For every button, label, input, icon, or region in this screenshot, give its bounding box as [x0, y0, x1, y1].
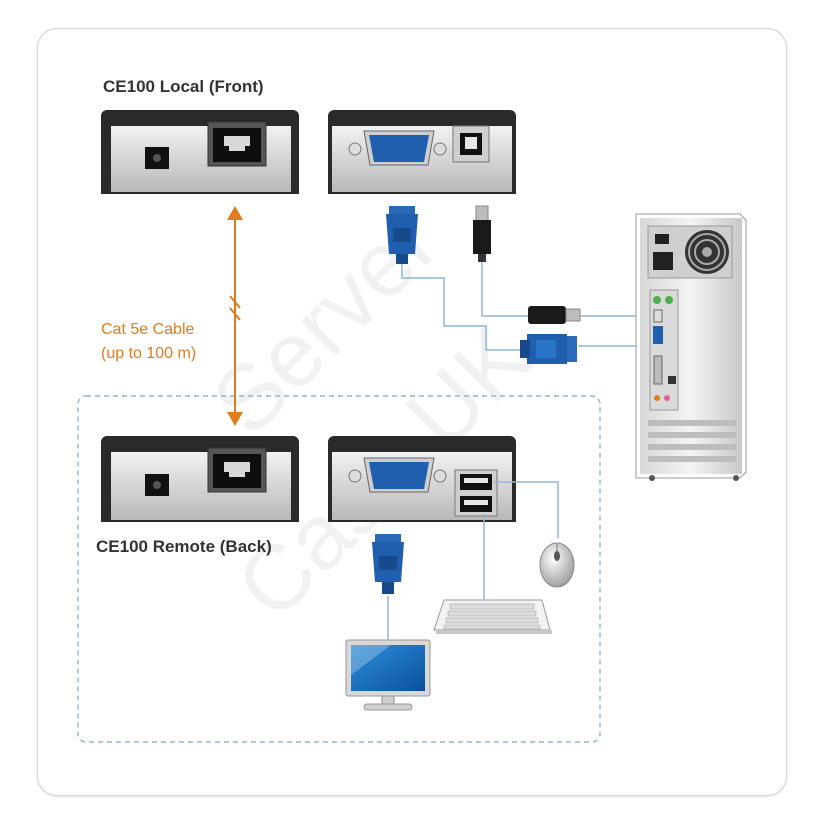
- vga-connector-icon: [520, 334, 577, 364]
- cable-label-line-2: (up to 100 m): [101, 345, 197, 362]
- local-to-pc-wires: [401, 256, 636, 351]
- remote-peripheral-wires: [387, 481, 559, 640]
- local-unit-label: CE100 Local (Front): [103, 77, 264, 96]
- rj45-port-icon: [207, 447, 267, 493]
- usb-b-port-icon: [452, 125, 490, 163]
- keyboard-icon: [433, 599, 552, 634]
- remote-back-panel: [328, 436, 516, 522]
- vga-port-icon: [348, 130, 447, 166]
- usb-plug-icon: [528, 306, 581, 324]
- power-jack-icon: [145, 474, 169, 496]
- pc-tower-icon: [635, 213, 747, 481]
- remote-front-panel: [101, 436, 299, 522]
- monitor-icon: [345, 639, 431, 711]
- vga-connector-icon: [372, 534, 404, 594]
- local-back-panel: [328, 110, 516, 194]
- mouse-icon: [539, 542, 575, 588]
- rj45-port-icon: [207, 121, 267, 167]
- usb-plug-icon: [473, 205, 491, 262]
- power-jack-icon: [145, 147, 169, 169]
- cable-label-line-1: Cat 5e Cable: [101, 321, 195, 338]
- vga-port-icon: [348, 457, 447, 493]
- remote-unit-label: CE100 Remote (Back): [96, 537, 272, 556]
- local-front-panel: [101, 110, 299, 194]
- vga-connector-icon: [386, 206, 418, 264]
- cat5-cable: [222, 206, 243, 426]
- remote-area-outline: [77, 395, 601, 743]
- usb-a-ports-icon: [454, 469, 498, 517]
